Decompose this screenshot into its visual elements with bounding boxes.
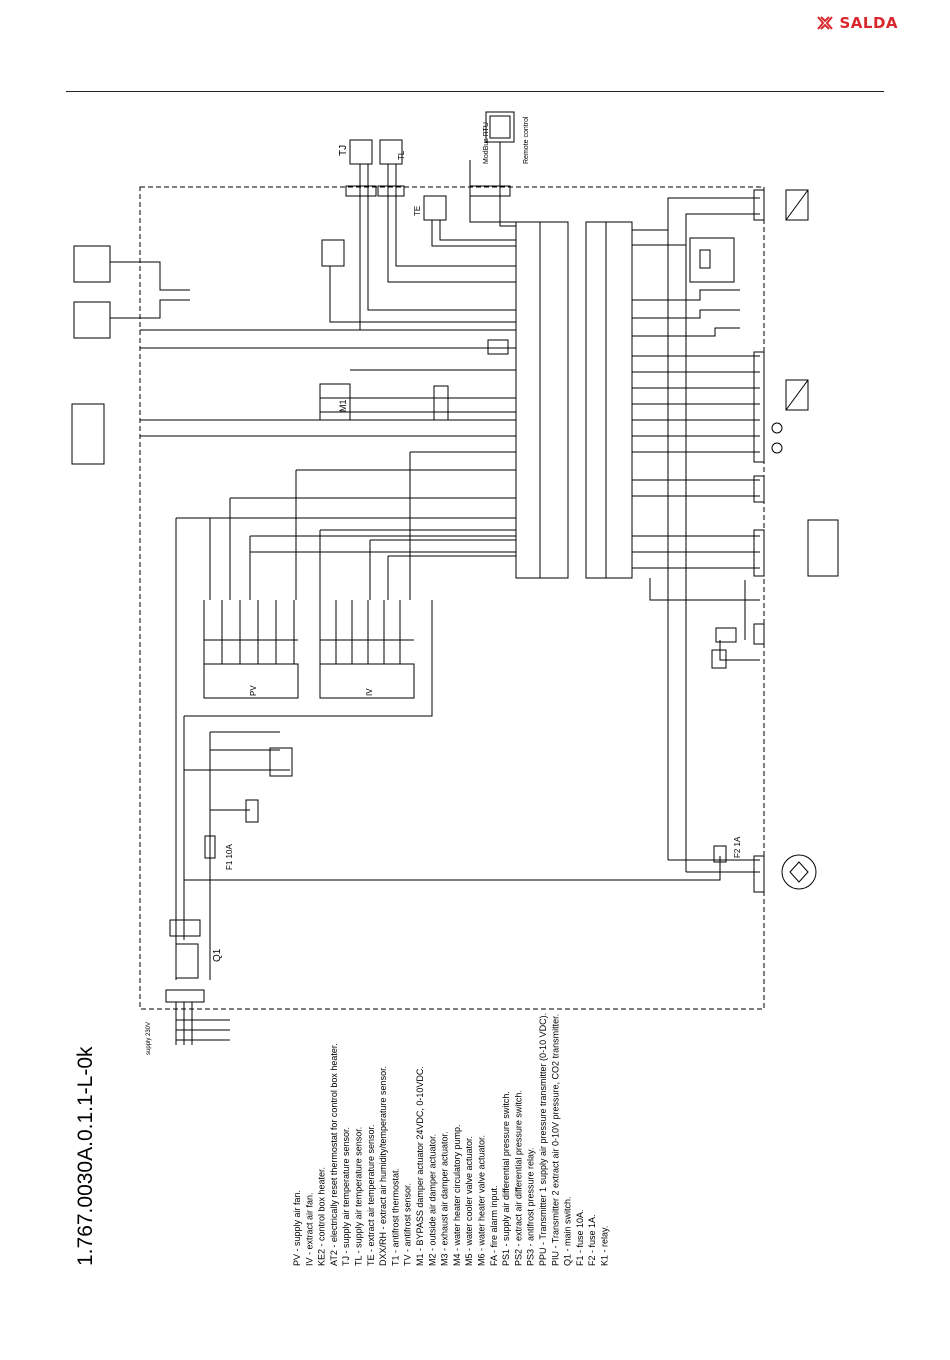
- supply-label: supply 230V: [146, 1022, 152, 1055]
- m1-label-group: M1: [338, 399, 348, 412]
- legend-line: PIU - Transmitter 2 extract air 0-10V pr…: [550, 1014, 560, 1266]
- legend-line: DXX/RH - extract air humidity/temperatur…: [378, 1066, 388, 1266]
- salda-logo-icon: [817, 16, 834, 30]
- right-wires: [632, 197, 760, 601]
- legend-line: AT2 - electrically reset thermostat for …: [329, 1043, 339, 1266]
- legend-line: IV - extract air fan.: [304, 1192, 314, 1266]
- iv-label-group: IV: [365, 688, 374, 696]
- legend-line: M3 - exhaust air damper actuator.: [440, 1131, 450, 1266]
- fuse2-label-group: F2 1A: [733, 836, 742, 858]
- header-divider: [66, 91, 884, 92]
- fuse2-label: F2 1A: [733, 836, 742, 858]
- legend-line: M1 - BYPASS damper actuator 24VDC, 0-10V…: [415, 1066, 425, 1266]
- legend-line: M6 - water heater valve actuator.: [477, 1135, 487, 1266]
- legend-line: FA - fire alarm input.: [489, 1185, 499, 1266]
- legend-line: T1 - antifrost thermostat.: [390, 1168, 400, 1266]
- tj-label: TJ: [338, 145, 349, 156]
- pv-label: PV: [249, 685, 258, 696]
- modbus-label: ModBus RTU: [483, 122, 490, 164]
- supply-label-group: supply 230V: [146, 1022, 152, 1055]
- fuse1-label-group: F1 10A: [225, 844, 234, 870]
- fuse1-label: F1 10A: [225, 844, 234, 870]
- legend-line: F1 - fuse 10A.: [575, 1209, 585, 1266]
- legend-line: F2 - fuse 1A.: [587, 1214, 597, 1266]
- legend-line: PS1 - supply air differential pressure s…: [501, 1091, 511, 1266]
- legend-line: PS2 - extract air differential pressure …: [513, 1090, 523, 1266]
- legend-line: PV - supply air fan.: [292, 1190, 302, 1266]
- legend-group: PV - supply air fan.IV - extract air fan…: [292, 1013, 610, 1266]
- legend-line: PPU - Transmitter 1 supply air pressure …: [538, 1013, 548, 1266]
- bottom-right-devices: [711, 627, 737, 669]
- legend-line: M5 - water cooler valve actuator.: [464, 1136, 474, 1266]
- pv-label-group: PV: [249, 685, 258, 696]
- document-code-group: 1.767.0030A.0.1.1-L-0k: [74, 1046, 97, 1266]
- tj-label-group: TJ: [338, 145, 349, 156]
- te-label-group: TE: [413, 206, 422, 216]
- legend-text: PV - supply air fan.IV - extract air fan…: [292, 1013, 610, 1266]
- iv-label: IV: [365, 688, 374, 696]
- left-devices: [71, 245, 509, 465]
- document-code: 1.767.0030A.0.1.1-L-0k: [74, 1046, 97, 1266]
- m1-label: M1: [338, 399, 348, 412]
- legend-line: M4 - water heater circulatory pump.: [452, 1124, 462, 1266]
- enclosure-border: [139, 186, 765, 1010]
- tl-label-group: TL: [397, 150, 406, 160]
- left-wires: [140, 329, 516, 557]
- legend-line: M2 - outside air damper actuator.: [427, 1134, 437, 1266]
- brand-name: SALDA: [839, 14, 898, 32]
- legend-line: K1 - relay.: [600, 1226, 610, 1266]
- legend-line: KE2 - control box heater.: [317, 1167, 327, 1266]
- salda-logo: SALDA: [817, 14, 898, 32]
- legend-line: TE - extract air temperature sensor.: [366, 1124, 376, 1266]
- modbus-label-group: ModBus RTU Remote control: [483, 116, 530, 164]
- q1-label: Q1: [212, 948, 223, 962]
- lower-power: [165, 518, 727, 1045]
- tl-label: TL: [397, 150, 406, 160]
- legend-line: TJ - supply air temperature sensor.: [341, 1127, 351, 1266]
- legend-line: TV - antifrost sensor.: [403, 1183, 413, 1266]
- te-label: TE: [413, 206, 422, 216]
- remote-label: Remote control: [523, 116, 530, 164]
- legend-line: Q1 - main switch.: [563, 1196, 573, 1266]
- right-terminals: [753, 189, 765, 893]
- legend-line: PS3 - antifrost pressure relay.: [526, 1148, 536, 1266]
- legend-line: TL - supply air temperature sensor.: [354, 1127, 364, 1266]
- q1-label-group: Q1: [212, 948, 223, 962]
- controller-block: [515, 221, 633, 579]
- right-devices: [689, 189, 839, 890]
- fan-blocks: [203, 452, 415, 699]
